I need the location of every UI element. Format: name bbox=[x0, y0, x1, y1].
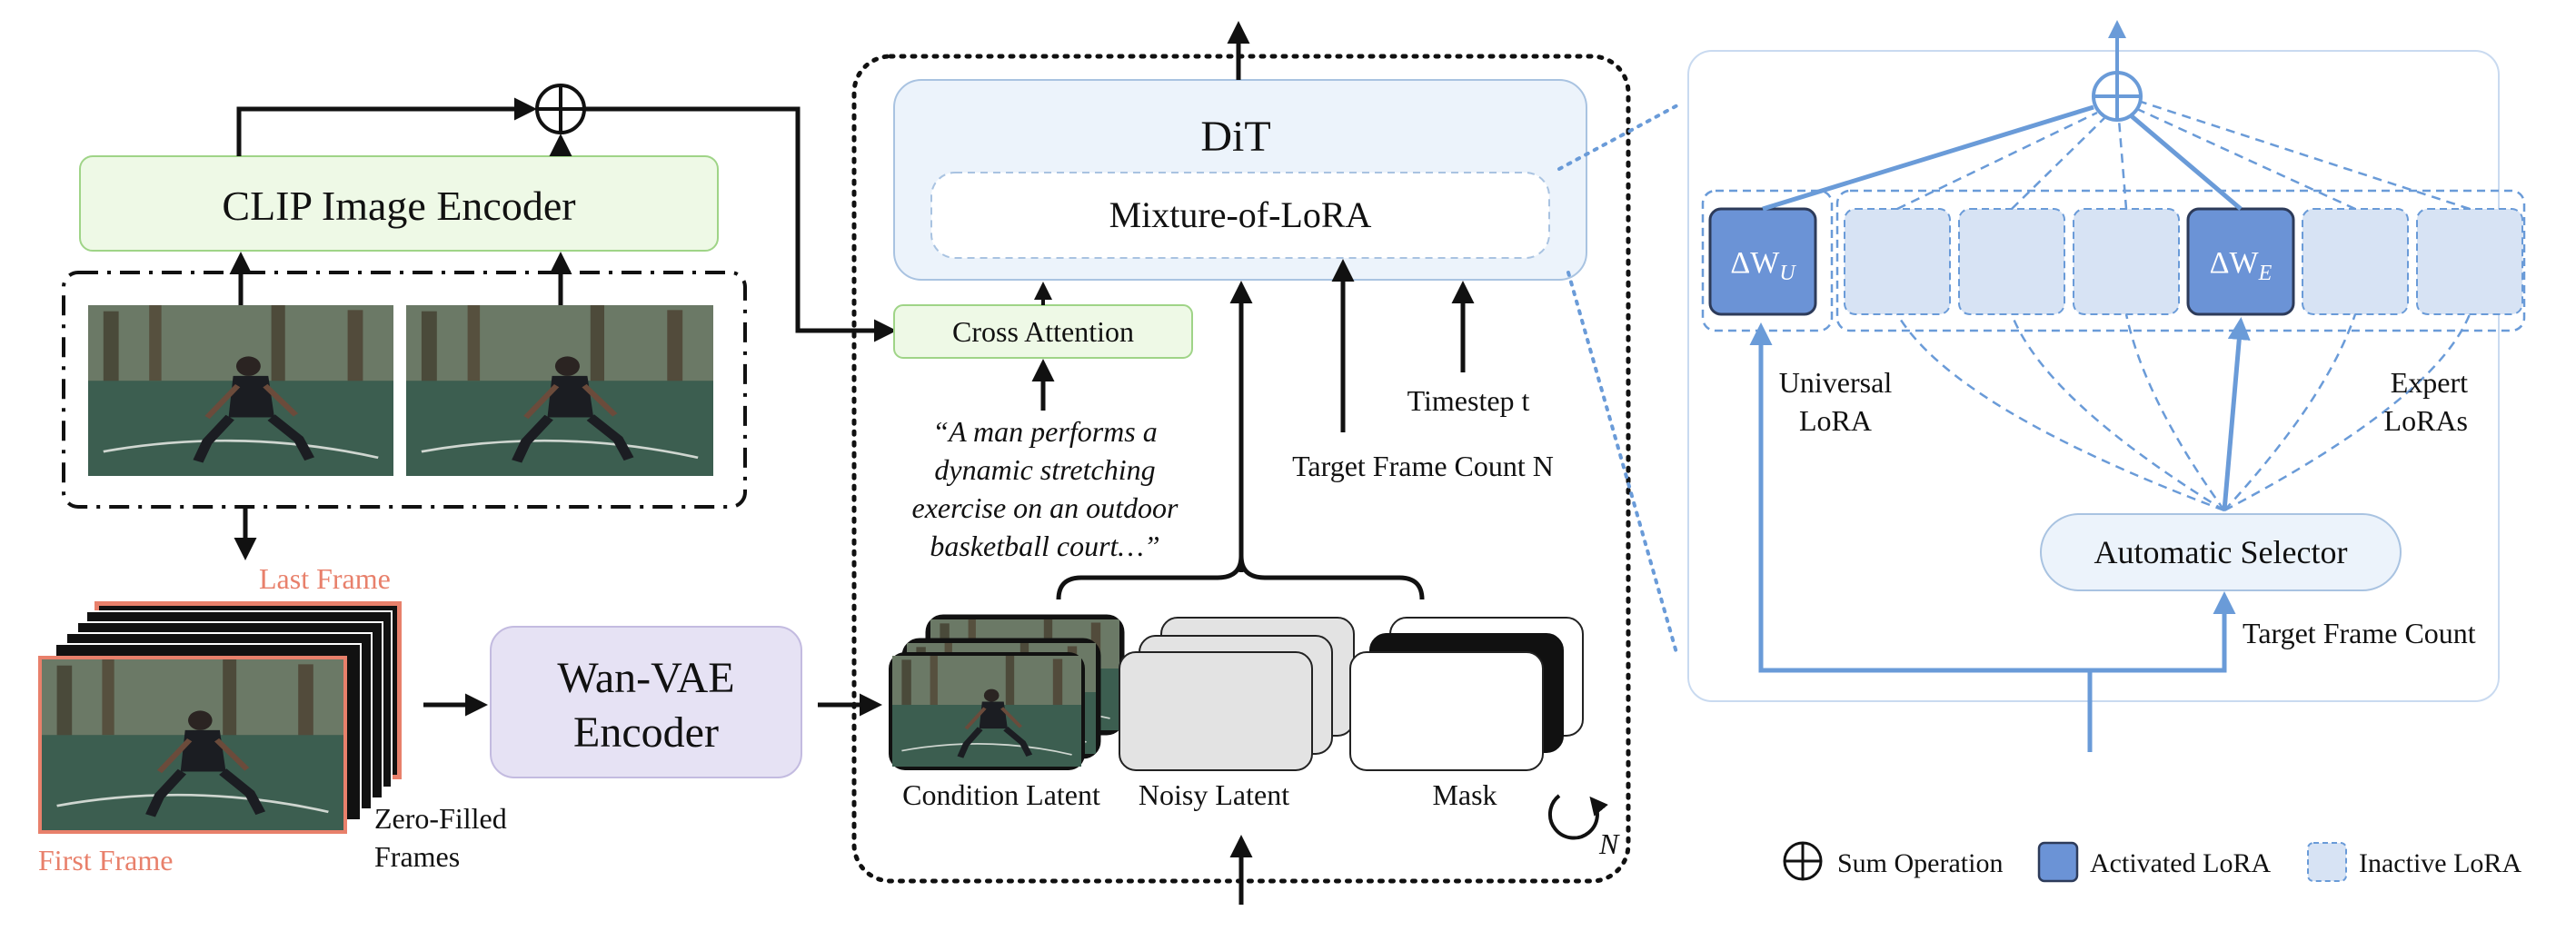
expert-loras-label-line1: Expert bbox=[2391, 366, 2468, 399]
prompt-line-3: exercise on an outdoor bbox=[912, 491, 1179, 524]
mask-stack bbox=[1349, 617, 1584, 771]
automatic-selector-label: Automatic Selector bbox=[2094, 534, 2348, 570]
universal-lora-group bbox=[1701, 189, 1834, 332]
first-frame-thumbnail bbox=[88, 305, 393, 476]
expert-loras-label-line2: LoRAs bbox=[2384, 404, 2468, 437]
frame-stack bbox=[38, 601, 402, 834]
input-frames-group bbox=[62, 271, 747, 509]
clip-image-encoder-box bbox=[79, 155, 719, 252]
expert-lora-delta: ΔWE bbox=[2210, 246, 2273, 285]
expert-lora-block-5 bbox=[2302, 208, 2409, 315]
target-frame-count-n-label: Target Frame Count N bbox=[1292, 450, 1554, 482]
universal-lora-label-line1: Universal bbox=[1779, 366, 1893, 399]
zero-filled-label-line1: Zero-Filled bbox=[374, 802, 507, 835]
wan-vae-label-line2: Encoder bbox=[573, 708, 719, 757]
noisy-latent-stack bbox=[1119, 617, 1355, 771]
last-frame-thumbnail bbox=[406, 305, 713, 476]
expert-lora-group bbox=[1835, 189, 2526, 332]
zero-filled-label-line2: Frames bbox=[374, 840, 460, 873]
loop-icon bbox=[1547, 794, 1608, 840]
legend-activated-label: Activated LoRA bbox=[2090, 848, 2271, 878]
latent-brace bbox=[1056, 555, 1425, 600]
automatic-selector-box bbox=[2040, 513, 2402, 591]
condition-latent-stack bbox=[889, 614, 1125, 770]
clip-to-sum-arrow-left bbox=[236, 97, 537, 156]
clip-image-encoder-label: CLIP Image Encoder bbox=[222, 183, 575, 229]
wan-vae-label-line1: Wan-VAE bbox=[557, 654, 734, 702]
input-to-selector-line bbox=[2090, 591, 2236, 673]
legend-activated-swatch bbox=[2037, 841, 2079, 883]
cross-attention-label: Cross Attention bbox=[952, 315, 1134, 348]
legend-inactive-swatch bbox=[2307, 842, 2347, 882]
sum-to-cross-attention-arrow bbox=[584, 106, 897, 342]
lora-sum-icon bbox=[2092, 71, 2143, 122]
sum-operation-icon bbox=[535, 84, 586, 134]
mixture-of-lora-box bbox=[930, 172, 1550, 259]
expert-lora-block-2 bbox=[1958, 208, 2065, 315]
mask-label: Mask bbox=[1432, 778, 1497, 811]
wan-vae-encoder-box bbox=[490, 626, 802, 778]
legend-sum-label: Sum Operation bbox=[1837, 848, 2003, 878]
dit-label: DiT bbox=[1200, 113, 1270, 161]
legend-sum-icon bbox=[1783, 841, 1823, 881]
first-frame-label: First Frame bbox=[38, 844, 173, 877]
legend: Sum Operation Activated LoRA Inactive Lo… bbox=[1783, 841, 2521, 883]
timestep-label: Timestep t bbox=[1407, 384, 1530, 417]
prompt-line-1: “A man performs a bbox=[932, 415, 1157, 448]
target-frame-count-label: Target Frame Count bbox=[2243, 617, 2476, 649]
condition-latent-label: Condition Latent bbox=[902, 778, 1100, 811]
noisy-latent-label: Noisy Latent bbox=[1139, 778, 1289, 811]
expert-lora-block-6 bbox=[2416, 208, 2523, 315]
expert-lora-block-3 bbox=[2073, 208, 2180, 315]
zoom-connector-top bbox=[1557, 104, 1679, 171]
selector-to-lora-lines bbox=[1895, 313, 2472, 512]
prompt-line-4: basketball court…” bbox=[930, 530, 1159, 562]
last-frame-label: Last Frame bbox=[259, 562, 391, 595]
prompt-line-2: dynamic stretching bbox=[934, 453, 1155, 486]
input-to-universal-lora-line bbox=[1749, 322, 2093, 752]
universal-lora-delta: ΔWU bbox=[1730, 246, 1796, 285]
loop-count-label: N bbox=[1598, 827, 1620, 860]
lora-to-sum-lines bbox=[1762, 100, 2471, 212]
legend-inactive-label: Inactive LoRA bbox=[2359, 848, 2521, 878]
expert-lora-block-1 bbox=[1844, 208, 1951, 315]
zoom-connector-bottom bbox=[1566, 271, 1679, 658]
mixture-of-lora-label: Mixture-of-LoRA bbox=[1109, 194, 1372, 235]
universal-lora-label-line2: LoRA bbox=[1799, 404, 1872, 437]
selector-to-active-expert-arrow bbox=[2222, 317, 2251, 511]
